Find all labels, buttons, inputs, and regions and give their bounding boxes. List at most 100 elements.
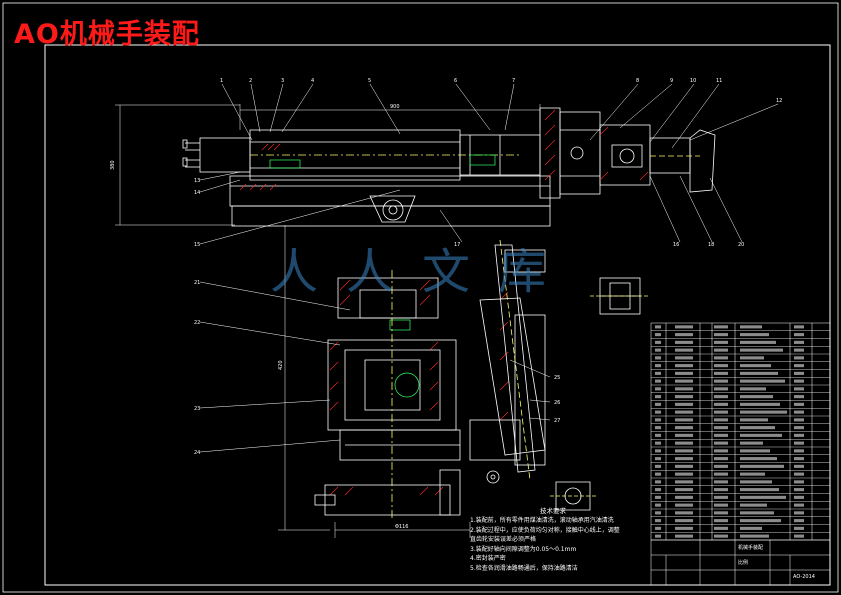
svg-text:4: 4	[311, 78, 314, 84]
parts-list-cell-mark	[675, 340, 693, 344]
parts-list-cell-mark	[794, 526, 804, 530]
parts-list-cell-mark	[794, 402, 804, 406]
parts-list-cell-mark	[740, 464, 784, 468]
parts-list-cell-mark	[740, 348, 783, 352]
parts-list-cell-mark	[794, 418, 804, 422]
parts-list-cell-mark	[675, 348, 693, 352]
svg-text:26: 26	[554, 400, 560, 406]
parts-list-cell-mark	[655, 503, 661, 507]
svg-text:21: 21	[194, 280, 200, 286]
parts-list-cell-mark	[714, 519, 728, 523]
arm-rail	[229, 175, 551, 207]
parts-list-cell-mark	[740, 325, 762, 329]
parts-list-cell-mark	[714, 371, 728, 375]
parts-list-cell-mark	[740, 511, 774, 515]
parts-list-cell-mark	[714, 441, 728, 445]
section-hatching	[239, 109, 649, 496]
title-block-scale: 比例	[738, 560, 749, 566]
parts-list-cell-mark	[675, 387, 693, 391]
parts-list-cell-mark	[740, 418, 768, 422]
parts-list-cell-mark	[794, 534, 804, 538]
dim-bottom-width: Φ116	[395, 524, 408, 530]
parts-list-cell-mark	[740, 387, 766, 391]
parts-list-cell-mark	[655, 526, 661, 530]
parts-list-cell-mark	[740, 519, 781, 523]
parts-list-cell-mark	[655, 395, 661, 399]
svg-text:24: 24	[194, 450, 200, 456]
green-components	[269, 154, 496, 398]
parts-list-cell-mark	[655, 426, 661, 430]
svg-text:6: 6	[454, 78, 457, 84]
parts-list-cell-mark	[740, 503, 767, 507]
parts-list-cell-mark	[675, 356, 693, 360]
svg-text:25: 25	[554, 375, 560, 381]
parts-list-cell-mark	[794, 495, 804, 499]
upper-arm-assembly	[182, 107, 716, 227]
parts-list-cell-mark	[675, 472, 693, 476]
svg-text:16: 16	[673, 242, 679, 248]
parts-list-cell-mark	[714, 534, 728, 538]
detail-view-a	[590, 277, 650, 315]
parts-list-cell-mark	[714, 464, 728, 468]
parts-list-cell-mark	[655, 348, 661, 352]
parts-list-cell-mark	[675, 457, 693, 461]
svg-text:7: 7	[512, 78, 515, 84]
parts-list-cell-mark	[714, 418, 728, 422]
pivot-circle	[382, 199, 404, 221]
parts-list-cell-mark	[794, 371, 804, 375]
title-block-code: AO-2014	[793, 574, 815, 580]
parts-list-cell-mark	[714, 410, 728, 414]
parts-list-cell-mark	[794, 340, 804, 344]
parts-list-cell-mark	[794, 333, 804, 337]
title-block-name: 机械手装配	[738, 545, 764, 551]
parts-list-cell-mark	[675, 495, 693, 499]
parts-list-rows	[651, 330, 830, 533]
parts-list-cell-mark	[794, 519, 804, 523]
svg-text:18: 18	[708, 242, 714, 248]
parts-list-cell-mark	[655, 387, 661, 391]
parts-list-cell-mark	[655, 472, 661, 476]
parts-list-cell-mark	[714, 472, 728, 476]
parts-list-cell-mark	[794, 441, 804, 445]
parts-list-cell-mark	[655, 325, 661, 329]
parts-list-cell-mark	[675, 534, 693, 538]
parts-list-cell-mark	[714, 340, 728, 344]
parts-list-cell-mark	[714, 379, 728, 383]
svg-text:12: 12	[776, 98, 782, 104]
parts-list-cell-mark	[714, 526, 728, 530]
parts-list-cell-mark	[655, 464, 661, 468]
parts-list-cell-mark	[794, 480, 804, 484]
svg-text:9: 9	[670, 78, 673, 84]
leader-lines	[199, 83, 779, 453]
parts-list-cell-mark	[714, 433, 728, 437]
parts-list-cell-mark	[740, 410, 787, 414]
watermark-text: 人人文库	[270, 244, 575, 300]
parts-list-cell-mark	[740, 402, 780, 406]
sheet-title: AO机械手装配	[14, 19, 200, 50]
parts-list-cell-mark	[675, 379, 693, 383]
parts-list-cell-mark	[675, 364, 693, 368]
dimension-lines	[115, 104, 541, 538]
dimension-values: 900 380 420 Φ116	[110, 104, 408, 530]
parts-list-cell-mark	[675, 503, 693, 507]
notes-heading: 技术要求	[540, 507, 566, 515]
parts-list-cell-mark	[714, 511, 728, 515]
parts-list-cell-mark	[655, 364, 661, 368]
parts-list-cell-mark	[655, 519, 661, 523]
svg-text:15: 15	[194, 242, 200, 248]
parts-list-cell-mark	[655, 402, 661, 406]
parts-list-cell-mark	[655, 449, 661, 453]
parts-list-cell-mark	[714, 325, 728, 329]
svg-text:17: 17	[454, 242, 460, 248]
parts-list-cell-mark	[714, 348, 728, 352]
parts-list-cell-mark	[675, 526, 693, 530]
parts-list-cell-mark	[675, 519, 693, 523]
svg-text:22: 22	[194, 320, 200, 326]
parts-list-cell-mark	[655, 488, 661, 492]
parts-list-cell-mark	[655, 379, 661, 383]
parts-list-cell-mark	[794, 364, 804, 368]
parts-list-cell-mark	[714, 333, 728, 337]
arm-base-plate	[231, 205, 551, 227]
parts-list-cell-mark	[794, 325, 804, 329]
parts-list-cell-mark	[794, 433, 804, 437]
